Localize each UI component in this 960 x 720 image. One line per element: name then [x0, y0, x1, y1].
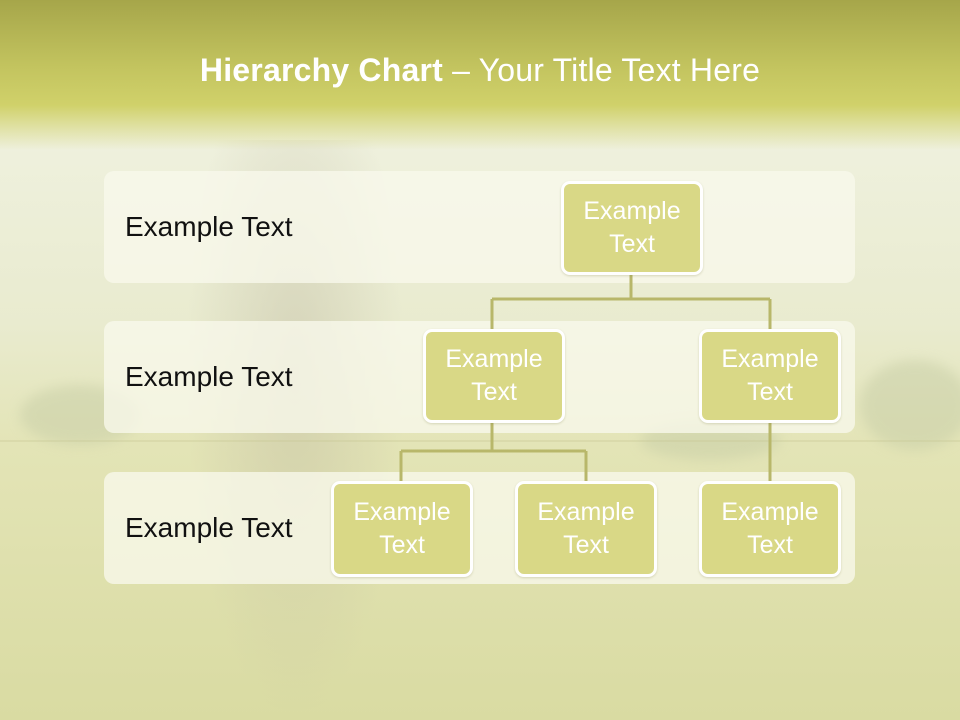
node-label: Example Text [721, 498, 819, 559]
header-band [0, 0, 960, 150]
node-level2-right[interactable]: Example Text [699, 329, 841, 423]
title-dash: – [443, 52, 479, 88]
level-label-1: Example Text [125, 211, 293, 242]
node-label: Example Text [537, 498, 635, 559]
title-bold-part: Hierarchy Chart [199, 52, 443, 88]
slide-title: Hierarchy Chart – Your Title Text Here [0, 52, 960, 89]
level-band-1 [104, 171, 855, 283]
background-horizon [0, 440, 960, 442]
level-label-2: Example Text [125, 361, 293, 392]
node-label: Example Text [445, 345, 543, 406]
level-label-3: Example Text [125, 512, 293, 543]
node-level3-left[interactable]: Example Text [331, 481, 473, 577]
node-label: Example Text [721, 345, 819, 406]
node-level2-left[interactable]: Example Text [423, 329, 565, 423]
node-label: Example Text [583, 197, 681, 258]
background-tree [860, 360, 960, 450]
title-regular-part: Your Title Text Here [478, 52, 761, 88]
node-label: Example Text [353, 498, 451, 559]
node-level3-middle[interactable]: Example Text [515, 481, 657, 577]
node-root[interactable]: Example Text [561, 181, 703, 275]
node-level3-right[interactable]: Example Text [699, 481, 841, 577]
